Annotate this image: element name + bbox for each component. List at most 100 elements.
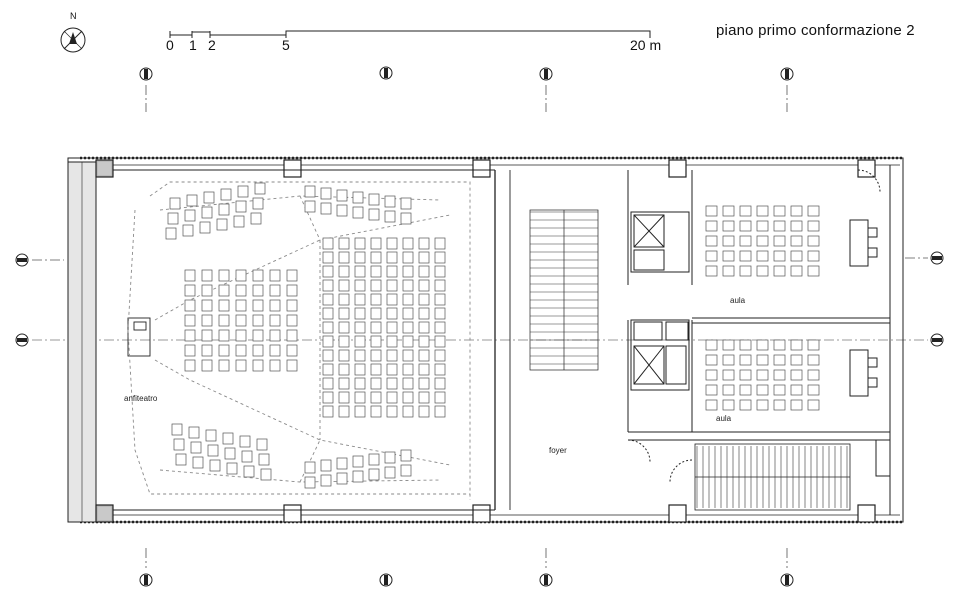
seat	[235, 269, 247, 282]
seat	[336, 204, 348, 217]
seat	[352, 455, 364, 468]
seat	[237, 185, 249, 198]
seat	[235, 200, 247, 213]
seat	[256, 438, 268, 451]
seat	[354, 321, 366, 334]
seat	[233, 215, 245, 228]
seat	[705, 339, 718, 351]
seat	[434, 265, 446, 278]
seat	[218, 359, 230, 372]
seat	[252, 299, 264, 312]
seat	[370, 377, 382, 390]
scale-tick-label: 1	[189, 37, 197, 53]
seat	[790, 220, 803, 232]
north-label: N	[70, 11, 77, 21]
seat	[739, 205, 752, 217]
service-core	[627, 170, 693, 432]
seat	[756, 384, 769, 396]
seat	[269, 314, 281, 327]
seat	[320, 202, 332, 215]
scale-bar	[169, 30, 651, 38]
seat	[400, 464, 412, 477]
seat	[182, 224, 194, 237]
seat	[402, 307, 414, 320]
seat	[705, 205, 718, 217]
seat	[370, 405, 382, 418]
seat	[790, 369, 803, 381]
seat	[338, 237, 350, 250]
seat	[320, 459, 332, 472]
seat	[286, 359, 298, 372]
seat	[286, 314, 298, 327]
scale-tick-label: 20 m	[630, 37, 662, 53]
seat	[322, 321, 334, 334]
seat	[322, 307, 334, 320]
seat	[354, 405, 366, 418]
seat	[434, 279, 446, 292]
seat	[807, 399, 820, 411]
seat	[354, 307, 366, 320]
seat	[252, 344, 264, 357]
seat	[338, 307, 350, 320]
seat	[286, 284, 298, 297]
seat	[220, 188, 232, 201]
seat	[807, 369, 820, 381]
seat	[218, 329, 230, 342]
seat	[216, 218, 228, 231]
seat	[386, 237, 398, 250]
seat	[722, 250, 735, 262]
seat	[773, 384, 786, 396]
seat	[207, 444, 219, 457]
seat	[235, 284, 247, 297]
seat	[338, 321, 350, 334]
seat	[252, 269, 264, 282]
seat	[807, 265, 820, 277]
seat	[370, 265, 382, 278]
seat	[241, 450, 253, 463]
seat	[418, 321, 430, 334]
auditorium-seating	[165, 182, 446, 489]
seat	[434, 251, 446, 264]
seat	[739, 339, 752, 351]
seat	[434, 405, 446, 418]
classrooms	[627, 169, 891, 483]
seat	[370, 307, 382, 320]
seat	[790, 384, 803, 396]
seat	[386, 363, 398, 376]
seat	[184, 284, 196, 297]
seat	[756, 205, 769, 217]
seat	[790, 265, 803, 277]
seat	[322, 279, 334, 292]
seat	[400, 197, 412, 210]
seat	[402, 391, 414, 404]
seat	[418, 293, 430, 306]
seat	[201, 329, 213, 342]
seat	[304, 476, 316, 489]
seat	[368, 453, 380, 466]
seat	[384, 451, 396, 464]
seat	[286, 299, 298, 312]
seat	[226, 462, 238, 475]
seat	[370, 349, 382, 362]
seat	[370, 251, 382, 264]
seat	[370, 293, 382, 306]
seat	[186, 194, 198, 207]
seat	[418, 377, 430, 390]
scale-tick-label: 2	[208, 37, 216, 53]
seat	[201, 299, 213, 312]
seat	[402, 377, 414, 390]
seat	[402, 363, 414, 376]
seat	[386, 405, 398, 418]
seat	[322, 293, 334, 306]
foyer-stair-treads	[530, 211, 598, 365]
seat	[418, 307, 430, 320]
foyer-staircase	[529, 209, 599, 371]
seat	[722, 205, 735, 217]
seat	[773, 220, 786, 232]
seat	[320, 187, 332, 200]
seat	[773, 235, 786, 247]
seat	[722, 369, 735, 381]
seat	[807, 250, 820, 262]
seat	[418, 237, 430, 250]
seat	[434, 391, 446, 404]
